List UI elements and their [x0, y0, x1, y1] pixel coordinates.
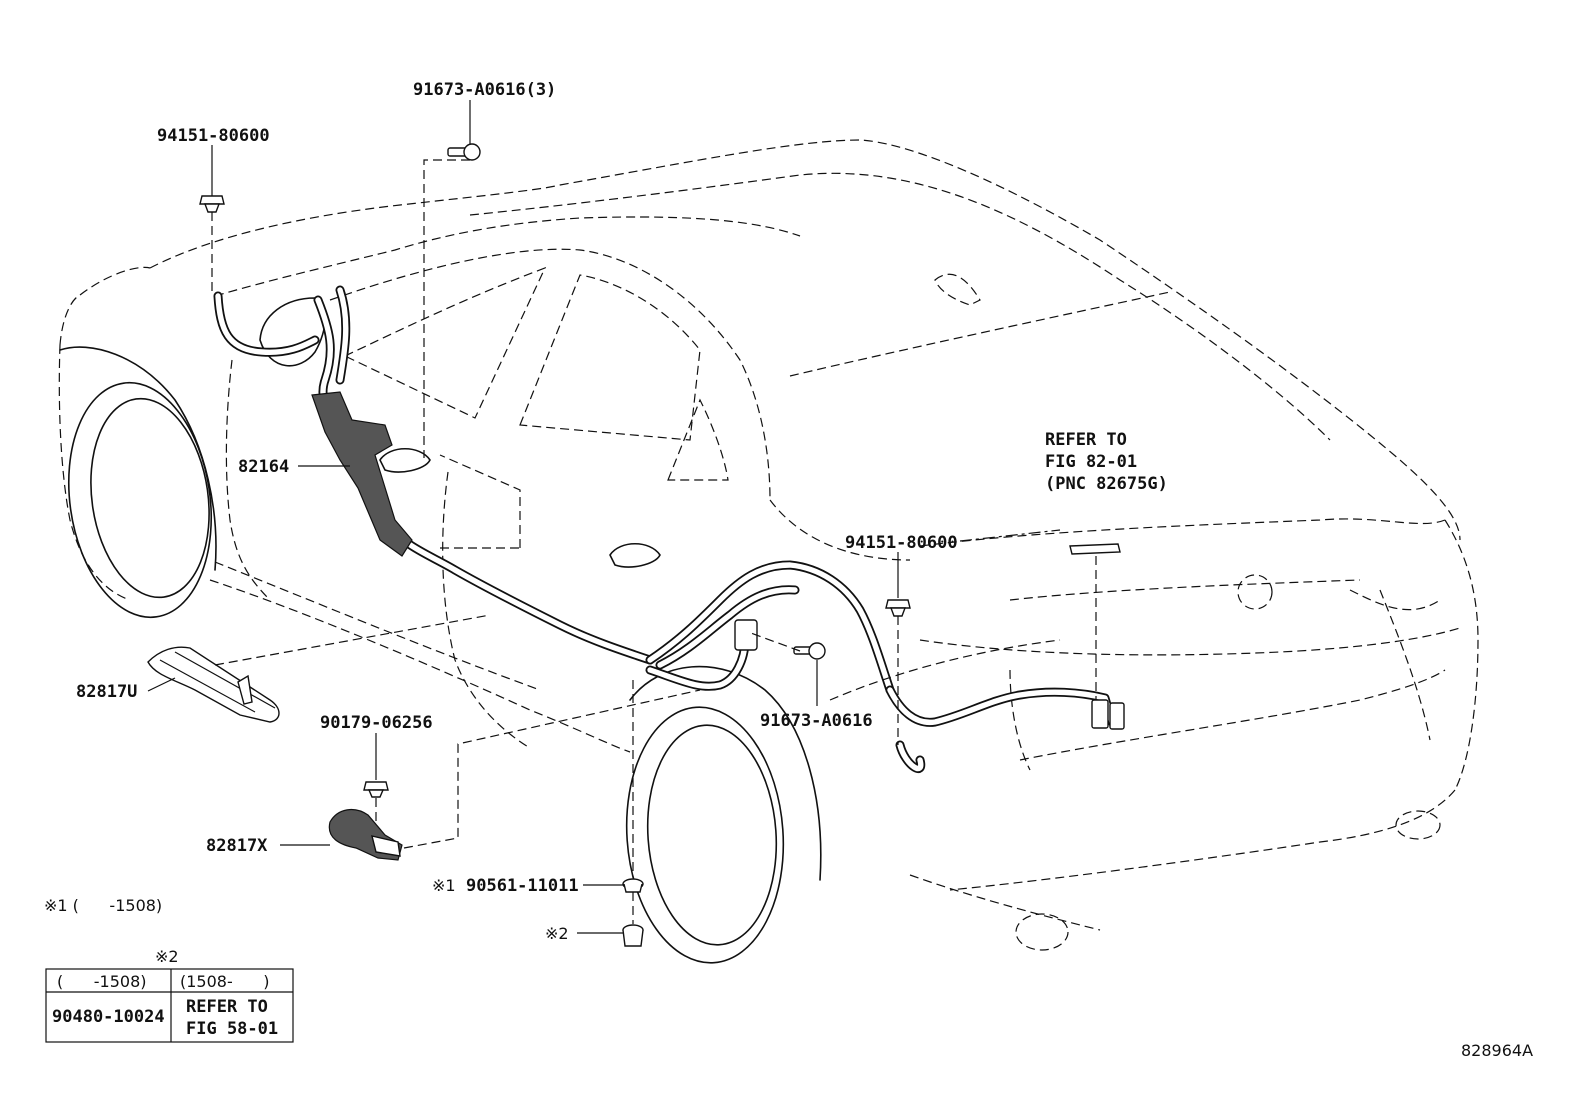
label-nut-lower: 90179-06256 — [320, 713, 433, 733]
bolt-top — [447, 143, 481, 161]
bolt-rear — [793, 642, 826, 660]
label-grommet-2-mark: ※2 — [545, 924, 569, 943]
label-protector-x: 82817X — [206, 836, 268, 856]
front-wheel — [59, 346, 217, 619]
door-handles — [379, 448, 661, 568]
clip-top-left — [199, 195, 225, 213]
grommet-2 — [622, 924, 644, 947]
label-bolt-top: 91673-A0616(3) — [413, 80, 556, 100]
label-bolt-rear: 91673-A0616 — [760, 711, 873, 731]
supersession-table: ※2 ( -1508) (1508- ) 90480-10024 REFER T… — [45, 947, 294, 1043]
diagram-id: 828964A — [1461, 1041, 1533, 1060]
label-clip-top-left: 94151-80600 — [157, 126, 270, 146]
label-clip-rear: 94151-80600 — [845, 533, 958, 553]
label-harness-main: 82164 — [238, 457, 289, 477]
bracket-82675g — [1069, 543, 1121, 555]
leader-lines — [147, 100, 899, 934]
label-grommet-1-part: 90561-11011 — [466, 876, 579, 896]
protector-82817x — [328, 808, 403, 861]
grommet-1 — [622, 878, 644, 893]
table-header-mark: ※2 — [155, 947, 179, 966]
table-col2-value-line2: FIG 58-01 — [186, 1019, 278, 1039]
car-body-outline — [58, 139, 1479, 951]
table-col2-value-line1: REFER TO — [186, 997, 268, 1017]
wiring-harness-82164 — [213, 285, 1125, 773]
label-refer-fig-line1: REFER TO — [1045, 430, 1127, 450]
footnote-1: ※1 ( -1508) — [44, 896, 162, 915]
protector-82817u — [147, 646, 280, 723]
table-col1-header: ( -1508) — [57, 972, 147, 991]
table-col1-value: 90480-10024 — [52, 1007, 165, 1027]
label-refer-fig-line3: (PNC 82675G) — [1045, 474, 1168, 494]
label-refer-fig-line2: FIG 82-01 — [1045, 452, 1137, 472]
nut-lower — [363, 781, 389, 798]
part-labels: 91673-A0616(3) 94151-80600 82164 REFER T… — [44, 80, 1533, 1060]
label-protector-u: 82817U — [76, 682, 137, 702]
label-grommet-1-mark: ※1 — [432, 876, 456, 895]
fasteners — [199, 143, 1121, 947]
reference-lines — [211, 159, 1097, 924]
table-col2-header: (1508- ) — [180, 972, 270, 991]
clip-rear — [885, 599, 911, 617]
